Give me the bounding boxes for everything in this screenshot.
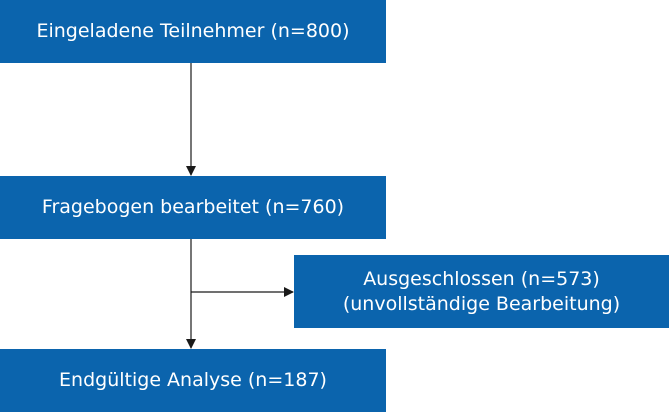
excluded-box: Ausgeschlossen (n=573) (unvollständige B… (294, 255, 669, 328)
invited-participants-label: Eingeladene Teilnehmer (n=800) (36, 20, 350, 43)
final-analysis-label: Endgültige Analyse (n=187) (59, 369, 327, 392)
excluded-label: Ausgeschlossen (n=573) (363, 267, 600, 290)
invited-participants-box: Eingeladene Teilnehmer (n=800) (0, 0, 386, 63)
questionnaire-completed-box: Fragebogen bearbeitet (n=760) (0, 176, 386, 239)
questionnaire-completed-label: Fragebogen bearbeitet (n=760) (41, 196, 345, 219)
excluded-reason-label: (unvollständige Bearbeitung) (342, 292, 621, 315)
final-analysis-box: Endgültige Analyse (n=187) (0, 349, 386, 412)
